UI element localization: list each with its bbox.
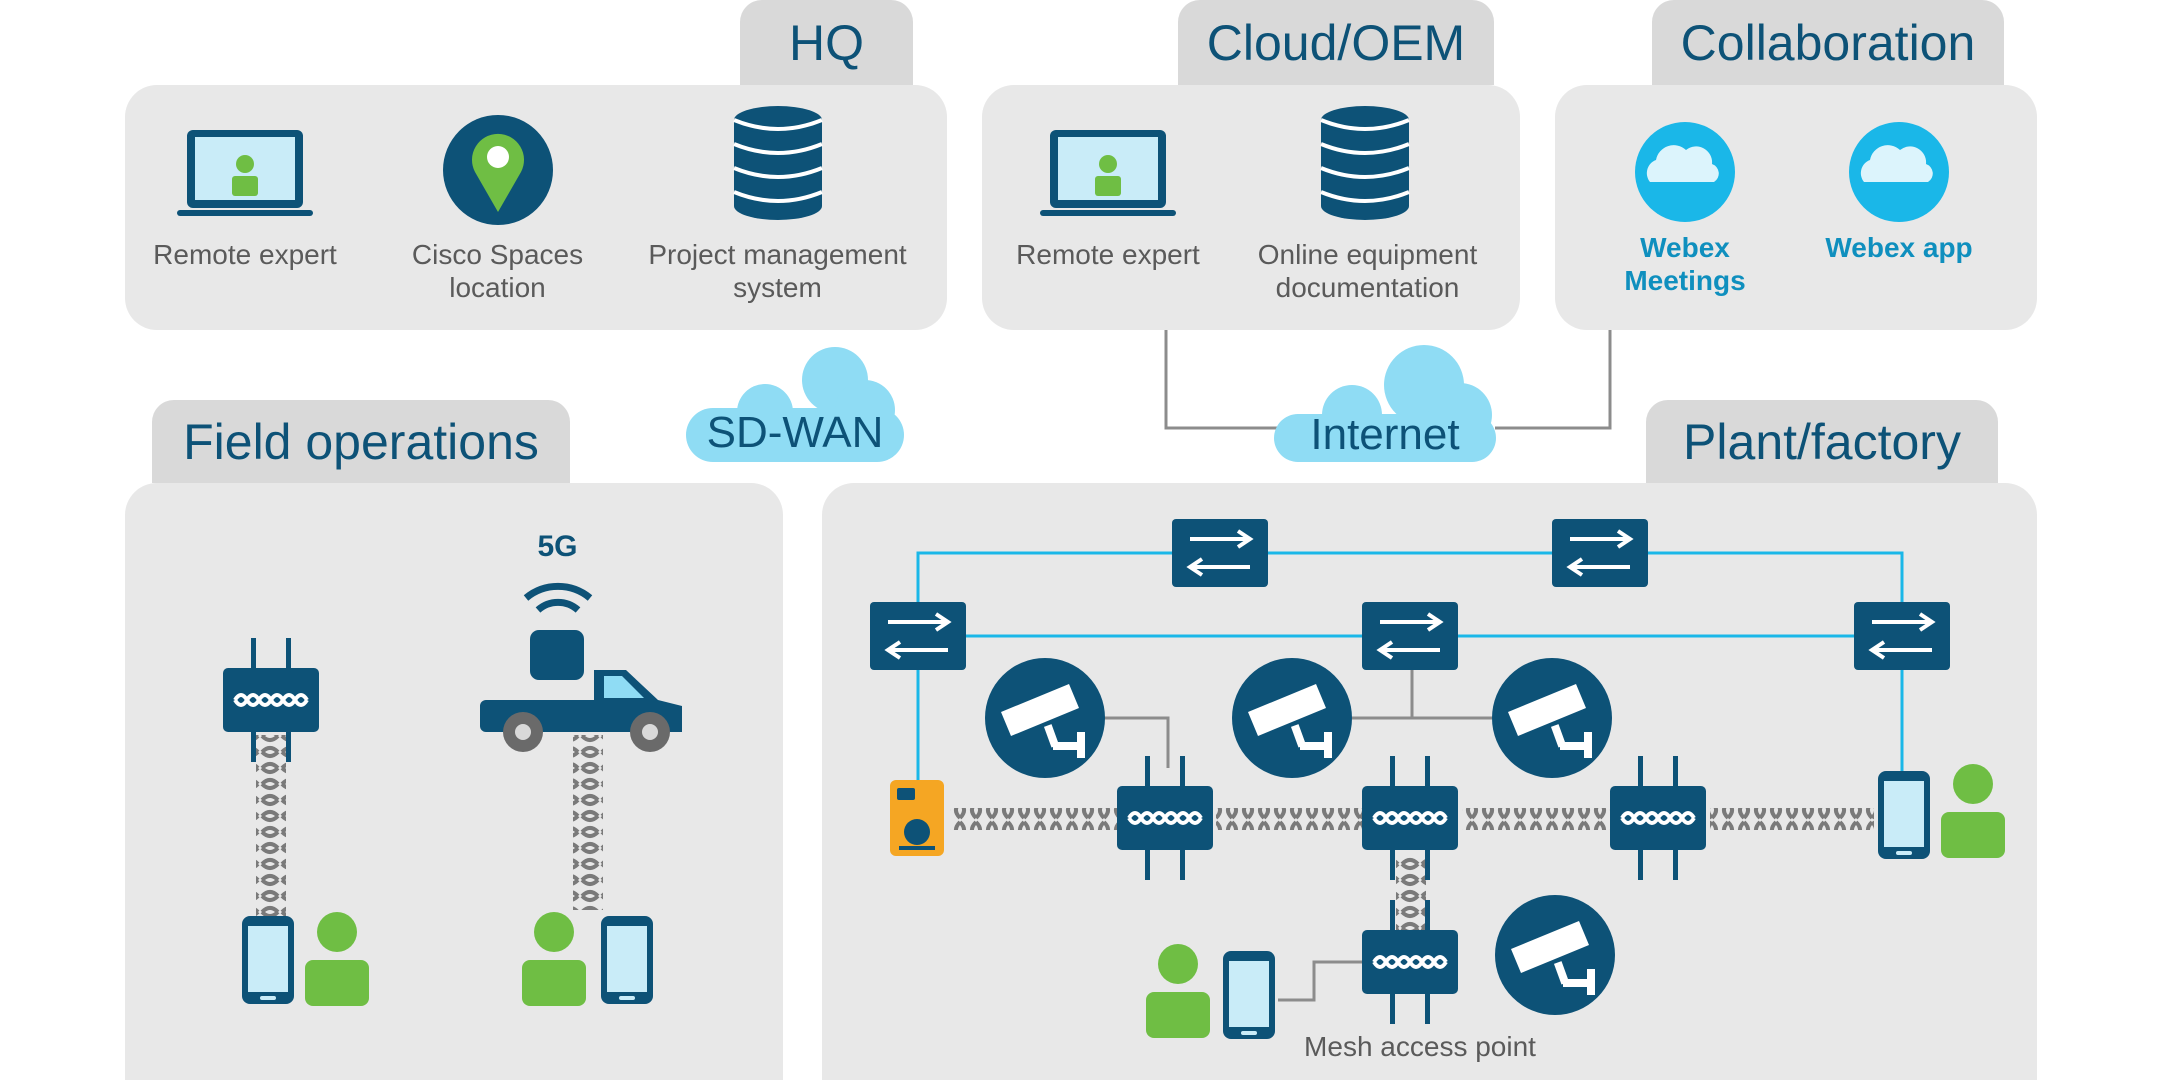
collaboration-panel [1555,85,2037,330]
webex-app-label: Webex app [1825,232,1973,263]
webex-cloud-icon [1635,122,1735,222]
database-icon [1319,104,1411,222]
wireless-link [573,735,603,910]
field-operations-panel [125,483,783,1080]
mesh-access-point-label: Mesh access point [1304,1031,1536,1062]
access-point-icon [1115,754,1215,882]
switch-icon [1550,517,1650,589]
hq-remote-expert-label: Remote expert [153,239,337,270]
sdwan-cloud [686,347,904,462]
internet-cloud [1274,345,1496,462]
cloud-remote-expert-label: Remote expert [1016,239,1200,270]
camera-icon [1495,895,1615,1015]
truck-icon [480,670,682,752]
hq-project-management-label: Project management system [648,239,907,303]
camera-icon [1492,658,1612,778]
5g-label: 5G [537,530,578,563]
switch-icon [868,600,968,672]
phone-icon [1223,951,1275,1039]
database-icon [732,104,824,222]
mesh-link [950,808,1120,830]
switch-icon [1360,600,1460,672]
hq-cisco-spaces-label: Cisco Spaces location [411,239,584,303]
phone-icon [242,916,294,1004]
5g-router-icon [530,630,584,680]
cloud-oem-tab: Cloud/OEM [1178,0,1494,85]
hq-tab: HQ [740,0,913,85]
person-icon [522,912,586,1006]
camera-icon [1232,658,1352,778]
camera-icon [985,658,1105,778]
laptop-icon [177,130,313,216]
camera-links [1073,670,1492,1002]
internet-label: Internet [1310,410,1460,459]
person-icon [1941,764,2005,858]
sensor-icon [890,780,944,856]
cloud-documentation-label: Online equipment documentation [1257,239,1478,303]
person-icon [305,912,369,1006]
mesh-link [1396,855,1426,930]
mesh-link [1462,808,1610,830]
collaboration-tab: Collaboration [1652,0,2004,85]
switch-icon [1852,600,1952,672]
5g-signal-icon [523,582,593,613]
person-icon [1146,944,1210,1038]
webex-meetings-label: Webex Meetings [1624,232,1746,296]
location-pin-icon [443,115,553,225]
access-point-icon [1608,754,1708,882]
field-operations-tab: Field operations [152,400,570,483]
laptop-icon [1040,130,1176,216]
phone-icon [1878,771,1930,859]
mesh-link [1216,808,1364,830]
mesh-link [1710,808,1874,830]
webex-cloud-icon [1849,122,1949,222]
sdwan-label: SD-WAN [706,408,884,457]
switch-icon [1170,517,1270,589]
phone-icon [601,916,653,1004]
plant-factory-tab: Plant/factory [1646,400,1998,483]
wireless-link [256,735,286,920]
